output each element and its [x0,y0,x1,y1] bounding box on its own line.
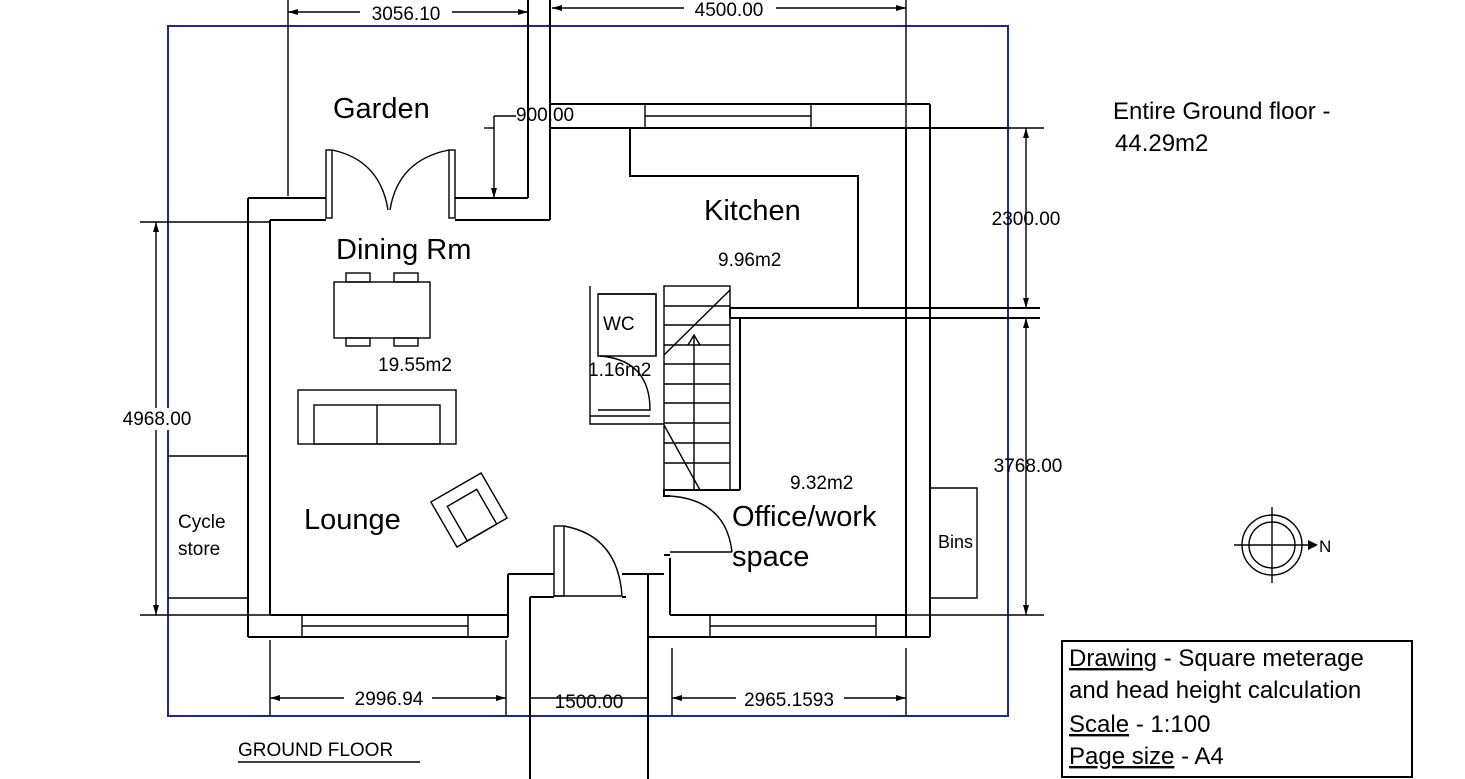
title-scale: Scale - 1:100 [1069,711,1210,738]
cycle-store [168,455,248,599]
label-bins: Bins [938,532,973,552]
area-kitchen: 9.96m2 [718,250,781,271]
dim-bottom-right: 2965.1593 [744,690,834,711]
front-door [553,525,623,597]
area-dining: 19.55m2 [378,355,452,376]
label-garden: Garden [333,93,430,125]
dim-right-lower: 3768.00 [994,456,1063,477]
dim-top-left: 3056.10 [372,4,441,25]
dim-left-total: 4968.00 [123,409,192,430]
garden-doors [325,149,456,219]
dining-table [333,272,431,347]
title-drawing-line2: and head height calculation [1069,677,1361,704]
armchair [429,472,509,548]
dim-right-upper: 2300.00 [992,209,1061,230]
compass-icon [1234,507,1312,583]
wc-room [589,286,664,425]
summary-line1: Entire Ground floor - [1113,98,1330,125]
label-wc: WC [603,314,635,335]
label-cycle-line2: store [178,539,220,560]
label-dining-room: Dining Rm [336,234,471,266]
summary-line2: 44.29m2 [1115,130,1208,157]
dimension-lines [140,0,1044,716]
label-kitchen: Kitchen [704,195,801,227]
title-block [1061,640,1413,778]
floor-label: GROUND FLOOR [238,740,393,761]
title-drawing-line1: Drawing - Square meterage [1069,645,1364,672]
label-office-line1: Office/work [732,501,877,533]
office-door [669,495,733,553]
compass-north: N [1319,537,1331,556]
dim-top-right: 4500.00 [695,0,764,21]
north-arrow-icon [1308,540,1318,550]
dim-bottom-mid: 1500.00 [555,692,624,713]
kitchen-walls [629,128,1040,497]
bins [930,487,978,599]
label-cycle-line1: Cycle [178,512,226,533]
dimension-arrows [153,5,1029,701]
area-office: 9.32m2 [790,473,853,494]
dim-bottom-left: 2996.94 [355,689,424,710]
label-office-line2: space [732,541,809,573]
label-lounge: Lounge [304,504,401,536]
title-page-size: Page size - A4 [1069,743,1224,770]
windows [301,103,877,638]
stairs [663,285,731,491]
area-wc: 1.16m2 [588,360,651,381]
sofa [297,389,457,445]
dim-garden-step: 900.00 [516,105,574,126]
drawing-frame [167,25,1009,717]
